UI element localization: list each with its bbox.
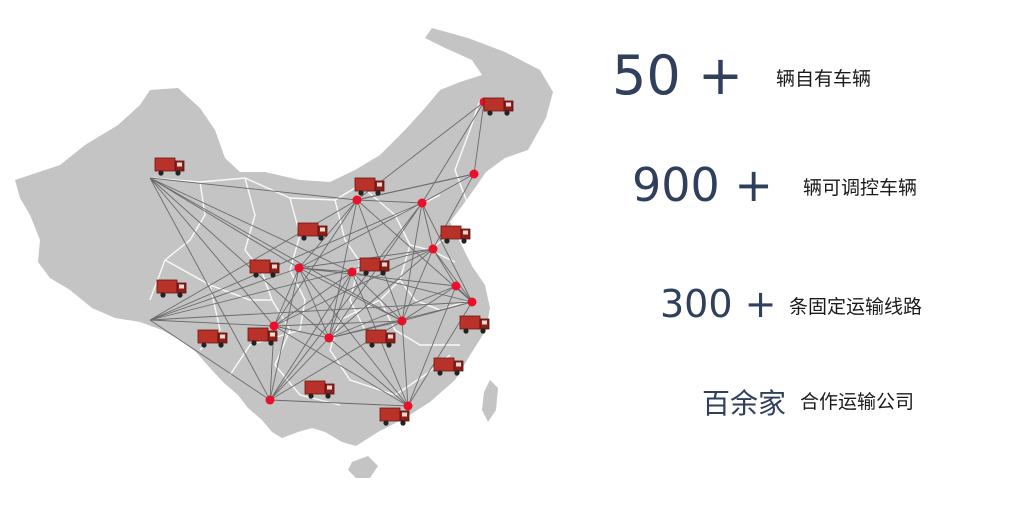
red-dot-icon bbox=[352, 195, 362, 205]
red-dot-icon bbox=[428, 244, 438, 254]
red-dot-icon bbox=[451, 281, 461, 291]
stat-number-partner-companies: 百余家 bbox=[702, 387, 787, 420]
route-network bbox=[149, 101, 485, 407]
red-dot-icon bbox=[265, 395, 275, 405]
red-dot-icon bbox=[269, 321, 279, 331]
red-dot-icon bbox=[347, 267, 357, 277]
red-dot-icon bbox=[467, 297, 477, 307]
stat-number-fixed-routes: 300 + bbox=[660, 282, 777, 326]
red-dot-icon bbox=[417, 198, 427, 208]
red-dot-icon bbox=[469, 169, 479, 179]
stat-number-owned-vehicles: 50 + bbox=[612, 44, 744, 107]
china-logistics-map bbox=[15, 28, 553, 478]
stat-label-partner-companies: 合作运输公司 bbox=[800, 391, 915, 413]
taiwan-island-shape bbox=[482, 380, 498, 422]
red-dot-icon bbox=[324, 333, 334, 343]
red-dot-icon bbox=[403, 401, 413, 411]
hainan-island-shape bbox=[348, 456, 378, 478]
stat-label-fixed-routes: 条固定运输线路 bbox=[789, 296, 923, 318]
stat-number-dispatchable-vehicles: 900 + bbox=[632, 158, 773, 212]
red-dot-icon bbox=[397, 316, 407, 326]
china-mainland-shape bbox=[15, 28, 553, 446]
stat-label-owned-vehicles: 辆自有车辆 bbox=[776, 68, 872, 90]
red-dot-icon bbox=[294, 263, 304, 273]
stat-label-dispatchable-vehicles: 辆可调控车辆 bbox=[803, 177, 918, 199]
